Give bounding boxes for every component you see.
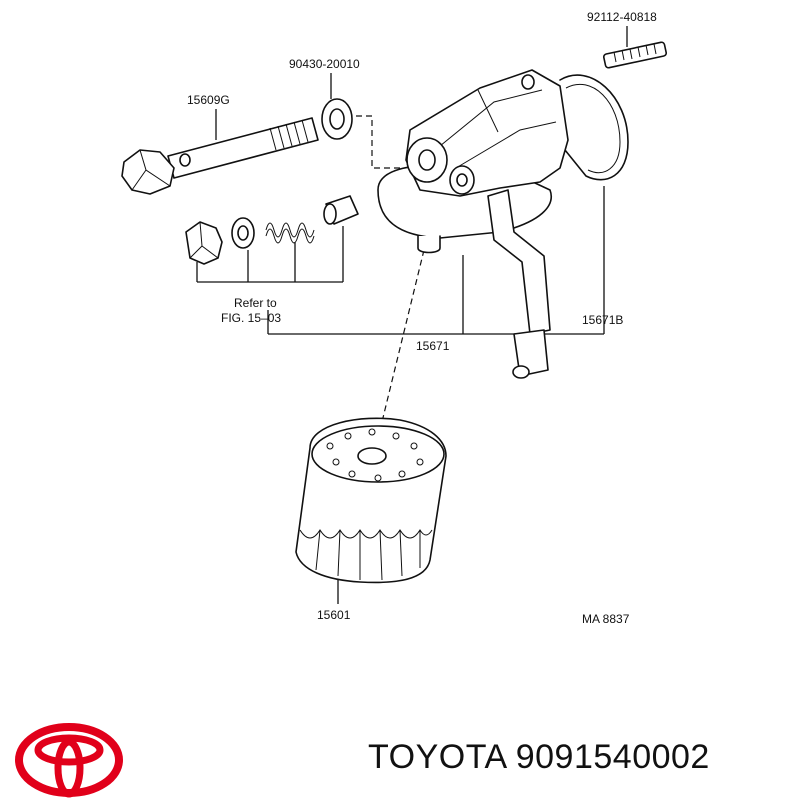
label-bracket: 15671 <box>416 339 450 353</box>
plug-gasket-part <box>231 217 255 249</box>
label-bolt: 15609G <box>187 93 230 107</box>
oil-filter-part <box>295 417 447 584</box>
label-diagram-code: MA 8837 <box>582 612 630 626</box>
leader-lines <box>196 26 628 604</box>
gasket-washer-part <box>321 98 353 140</box>
label-gasket: 90430-20010 <box>289 57 360 71</box>
toyota-logo-icon <box>15 723 123 798</box>
relief-plug-part <box>185 221 223 265</box>
label-filter: 15601 <box>317 608 351 622</box>
union-bolt-part <box>121 117 319 195</box>
product-caption: TOYOTA 9091540002 <box>368 738 710 777</box>
label-oring: 15671B <box>582 313 623 327</box>
o-ring-part <box>559 74 629 181</box>
label-refer-line2: FIG. 15–03 <box>221 311 281 325</box>
oil-filter-bracket-part <box>377 69 569 379</box>
part-number: 9091540002 <box>515 738 710 776</box>
alignment-dash-gasket <box>356 115 404 169</box>
label-stud: 92112-40818 <box>587 10 657 24</box>
stud-part <box>602 41 668 69</box>
label-refer-line1: Refer to <box>234 296 277 310</box>
relief-valve-part <box>323 195 359 225</box>
brand-name: TOYOTA <box>368 738 506 776</box>
relief-spring-part <box>265 222 315 244</box>
alignment-dash-filter <box>379 249 425 431</box>
